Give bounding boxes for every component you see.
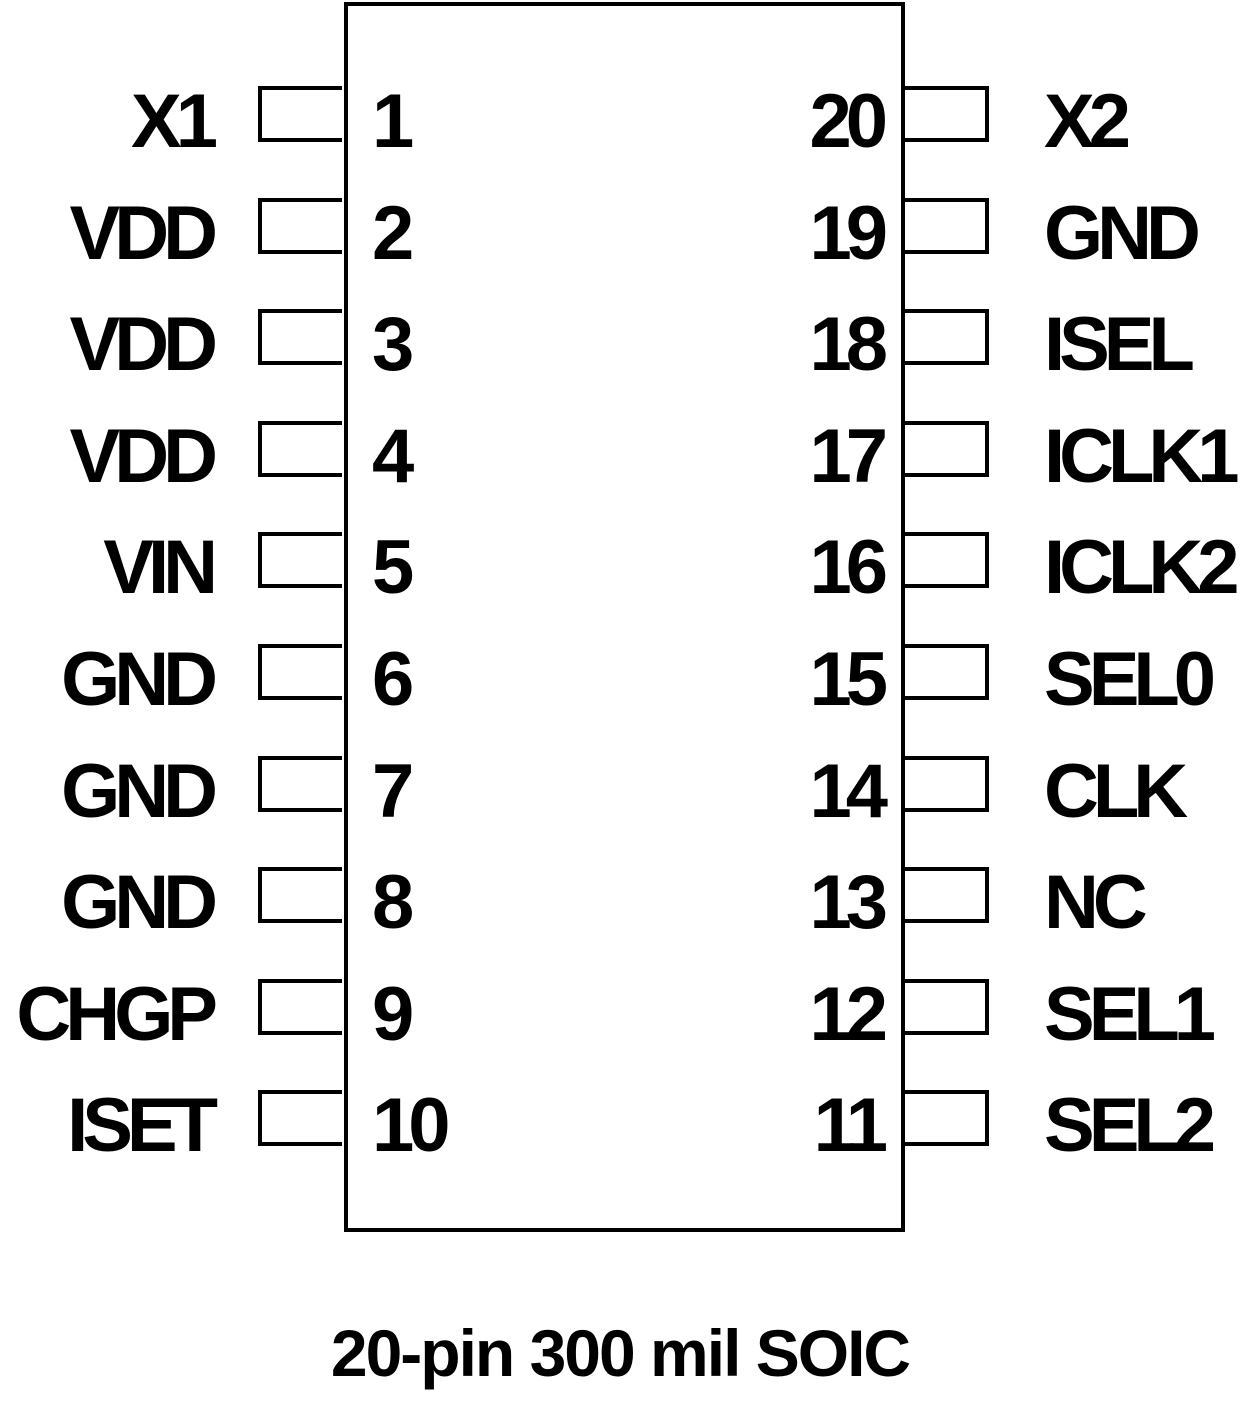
pin-number-label: 5 — [372, 525, 414, 610]
pin-stub — [905, 309, 989, 365]
pin-stub — [258, 198, 342, 254]
pin-number-label: 16 — [809, 525, 888, 610]
pin-name-label: SEL0 — [1044, 637, 1216, 722]
pin-stub — [258, 86, 342, 142]
pin-name-label: ICLK2 — [1044, 525, 1240, 610]
pin-name-label: X2 — [1044, 79, 1131, 164]
pin-number-label: 3 — [372, 302, 414, 387]
pin-number-label: 12 — [809, 972, 888, 1057]
pin-stub — [258, 979, 342, 1035]
pin-number-label: 10 — [372, 1083, 451, 1168]
pin-name-label: ICLK1 — [1044, 414, 1240, 499]
pin-number-label: 1 — [372, 79, 414, 164]
pin-number-label: 20 — [809, 79, 888, 164]
pin-name-label: CHGP — [16, 972, 218, 1057]
pin-number-label: 14 — [809, 749, 888, 834]
pin-number-label: 18 — [809, 302, 888, 387]
pin-stub — [258, 532, 342, 588]
pin-stub — [258, 1090, 342, 1146]
pin-stub — [905, 86, 989, 142]
pin-number-label: 9 — [372, 972, 414, 1057]
pin-stub — [905, 1090, 989, 1146]
package-caption: 20-pin 300 mil SOIC — [330, 1316, 911, 1390]
pin-stub — [258, 867, 342, 923]
pin-stub — [905, 979, 989, 1035]
pin-stub — [258, 644, 342, 700]
pin-number-label: 8 — [372, 860, 414, 945]
pin-name-label: VDD — [69, 191, 218, 276]
chip-body — [344, 2, 905, 1232]
pin-number-label: 6 — [372, 637, 414, 722]
pin-name-label: SEL1 — [1044, 972, 1216, 1057]
pin-stub — [258, 309, 342, 365]
pin-stub — [905, 756, 989, 812]
pin-name-label: X1 — [131, 79, 218, 164]
pin-number-label: 19 — [809, 191, 888, 276]
pin-name-label: CLK — [1044, 749, 1188, 834]
pin-name-label: GND — [61, 749, 218, 834]
pin-name-label: VIN — [103, 525, 218, 610]
pin-stub — [905, 532, 989, 588]
pin-name-label: NC — [1044, 860, 1148, 945]
pin-name-label: VDD — [69, 414, 218, 499]
pin-name-label: GND — [61, 637, 218, 722]
pin-stub — [905, 421, 989, 477]
pin-stub — [905, 644, 989, 700]
pin-name-label: ISEL — [1044, 302, 1195, 387]
pin-name-label: GND — [1044, 191, 1201, 276]
pin-stub — [258, 756, 342, 812]
pin-number-label: 4 — [372, 414, 414, 499]
pin-name-label: GND — [61, 860, 218, 945]
pin-number-label: 11 — [813, 1083, 888, 1168]
pin-stub — [905, 198, 989, 254]
pin-name-label: SEL2 — [1044, 1083, 1216, 1168]
pin-number-label: 13 — [809, 860, 888, 945]
pin-stub — [258, 421, 342, 477]
pin-number-label: 2 — [372, 191, 414, 276]
pin-number-label: 15 — [809, 637, 888, 722]
pin-number-label: 17 — [809, 414, 888, 499]
pin-number-label: 7 — [372, 749, 414, 834]
pin-name-label: ISET — [67, 1083, 218, 1168]
pin-name-label: VDD — [69, 302, 218, 387]
pin-stub — [905, 867, 989, 923]
